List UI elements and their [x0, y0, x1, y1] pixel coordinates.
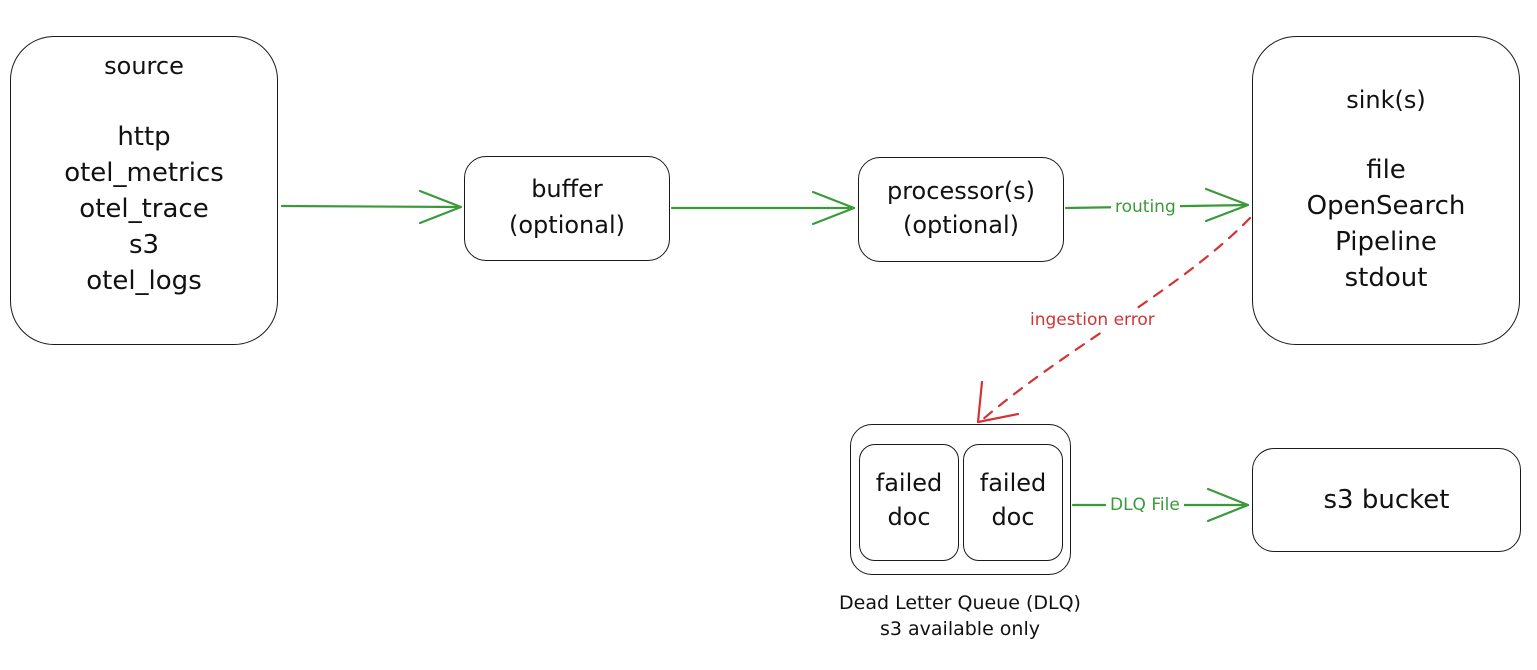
buffer-label-line: buffer — [531, 175, 603, 203]
edge-label-routing: routing — [1111, 196, 1180, 218]
source-item: http — [117, 122, 171, 152]
sink-title: sink(s) — [1346, 86, 1426, 114]
failed-doc-label-line: failed — [979, 469, 1047, 497]
failed-doc-label: failed doc — [964, 466, 1062, 534]
processor-label-line: processor(s) — [886, 177, 1035, 205]
arrow-buffer-to-processor — [670, 190, 856, 226]
failed-doc-box: failed doc — [859, 444, 959, 561]
dlq-caption-line: s3 available only — [879, 618, 1040, 640]
source-item: otel_trace — [79, 194, 209, 224]
source-item: s3 — [128, 230, 160, 260]
s3-bucket-node: s3 bucket — [1252, 448, 1521, 552]
source-item: otel_metrics — [64, 158, 224, 188]
sink-item: file — [1366, 155, 1406, 185]
sink-item: stdout — [1344, 263, 1428, 293]
arrow-source-to-buffer — [280, 189, 463, 225]
source-item: otel_logs — [86, 266, 202, 296]
edge-label-dlq-file: DLQ File — [1106, 494, 1184, 516]
sink-item: OpenSearch — [1306, 191, 1466, 221]
sink-item-list: file OpenSearch Pipeline stdout — [1253, 152, 1519, 296]
s3-bucket-label-line: s3 bucket — [1323, 485, 1450, 515]
failed-doc-label-line: failed — [875, 469, 943, 497]
failed-doc-box: failed doc — [963, 444, 1063, 561]
processor-node: processor(s) (optional) — [858, 157, 1064, 262]
dlq-caption: Dead Letter Queue (DLQ) s3 available onl… — [780, 590, 1140, 642]
source-title: source — [104, 52, 184, 80]
processor-label: processor(s) (optional) — [859, 174, 1063, 242]
failed-doc-label-line: doc — [991, 503, 1035, 531]
source-item-list: http otel_metrics otel_trace s3 otel_log… — [11, 119, 277, 299]
edge-label-ingestion-error: ingestion error — [1026, 309, 1159, 331]
s3-bucket-label: s3 bucket — [1253, 482, 1520, 518]
buffer-label: buffer (optional) — [465, 171, 669, 243]
dlq-node: failed doc failed doc — [850, 424, 1071, 575]
buffer-node: buffer (optional) — [464, 156, 670, 261]
dlq-caption-line: Dead Letter Queue (DLQ) — [839, 592, 1081, 614]
processor-label-line: (optional) — [903, 211, 1019, 239]
source-node: source http otel_metrics otel_trace s3 o… — [10, 36, 278, 345]
sink-node: sink(s) file OpenSearch Pipeline stdout — [1252, 36, 1520, 345]
failed-doc-label: failed doc — [860, 466, 958, 534]
failed-doc-label-line: doc — [887, 503, 931, 531]
buffer-label-line: (optional) — [509, 211, 625, 239]
sink-item: Pipeline — [1335, 227, 1437, 257]
